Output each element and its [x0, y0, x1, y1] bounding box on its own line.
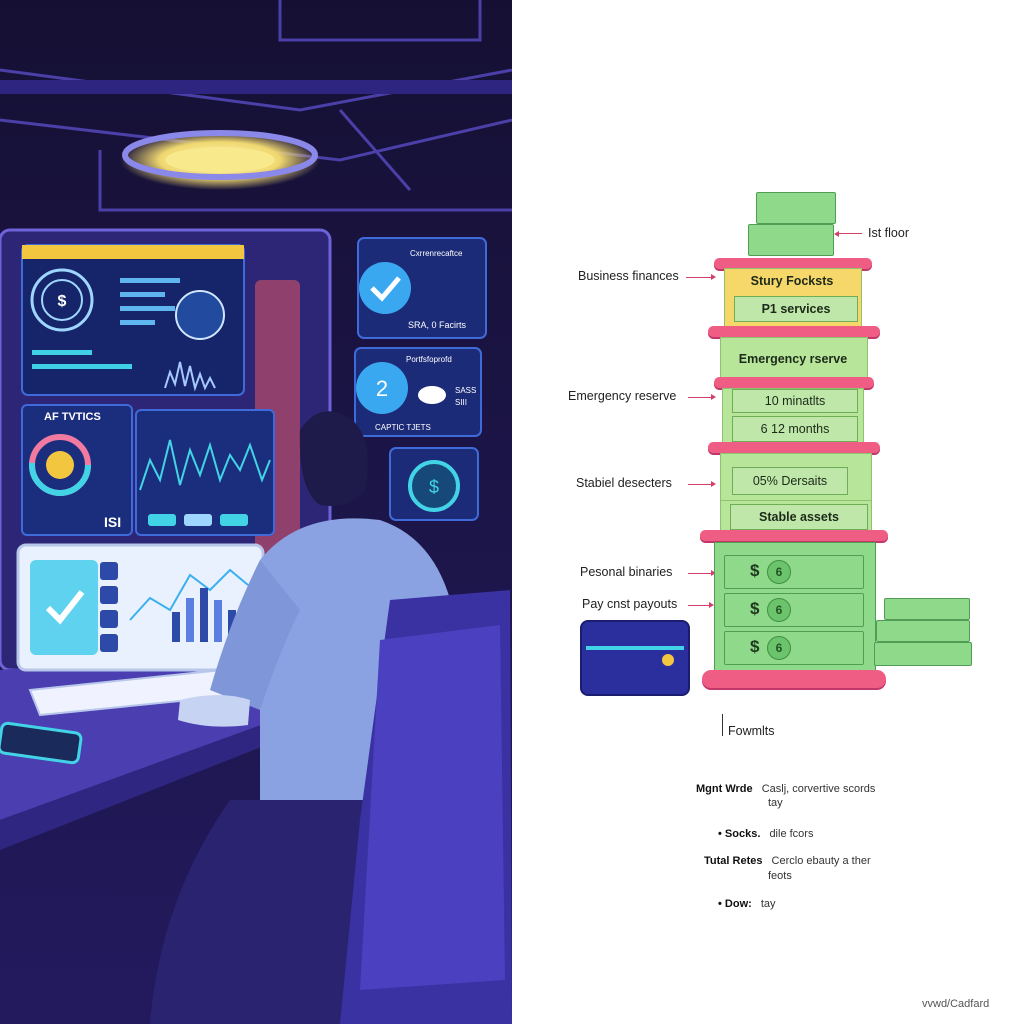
footer-bracket: [722, 714, 723, 736]
legend-key: Tutal Retes: [704, 855, 763, 867]
tier-deposit-bill: 05% Dersaits: [732, 467, 848, 495]
side-card-1-subtitle: SRA, 0 Facirts: [408, 320, 467, 330]
side-card-2-line1: SASS: [455, 386, 476, 395]
legend-row: • Socks. dile fcors: [718, 828, 813, 840]
top-cash-stack: [748, 190, 840, 256]
analytics-title: AF TVTICS: [44, 411, 101, 423]
cash-bundle: [884, 598, 970, 620]
tier-stable-bill: Stable assets: [730, 504, 868, 530]
side-card-number: [354, 347, 482, 437]
side-card-2-title: Portfsfoprofd: [406, 355, 452, 364]
analytics-screen: [21, 404, 275, 536]
legend-key: • Dow:: [718, 898, 752, 910]
top-dashboard-screen: [21, 244, 245, 396]
label-emergency-reserve: Emergency reserve: [568, 389, 677, 403]
legend-key: Mgnt Wrde: [696, 783, 753, 795]
tier-top-title: Stury Focksts: [750, 274, 834, 288]
tier-disc: [708, 326, 880, 337]
phone: [0, 721, 83, 765]
label-pay-payouts: Pay cnst payouts: [582, 597, 678, 611]
cash-row: [724, 631, 864, 665]
ceiling-beam: [0, 80, 512, 94]
legend-row: Tutal Retes Cerclo ebauty a ther: [704, 855, 871, 867]
tier-months-2: 6 12 months: [732, 416, 858, 442]
tier-disc-base: [702, 670, 886, 688]
cash-row: [724, 555, 864, 589]
tier-disc: [714, 377, 874, 388]
arrow-emergency-reserve: [688, 394, 716, 400]
legend-row: Mgnt Wrde Caslj, corvertive scords: [696, 783, 875, 795]
tier-months-1: 10 minatlts: [732, 389, 858, 413]
wallet-clasp: [662, 654, 674, 666]
side-cash-pile: [874, 598, 972, 676]
cash-row-dot: 6: [767, 636, 791, 660]
dashboard-dollar-icon: $: [58, 293, 67, 310]
cash-row-dot: 6: [767, 598, 791, 622]
legend-row-cont: tay: [768, 797, 783, 809]
label-stable-desecters: Stabiel desecters: [576, 476, 672, 490]
legend-value: tay: [760, 898, 776, 910]
side-card-1-title: Cxrrenrecaftce: [410, 249, 463, 258]
tier-emergency: [720, 337, 868, 381]
side-card-2-number: 2: [376, 376, 388, 401]
label-first-floor: Ist floor: [868, 226, 909, 240]
office-illustration: $ AF TVTICS ISI Cxrrenrecaftce SRA, 0 Fa…: [0, 0, 513, 1024]
arrow-business-finances: [686, 274, 716, 280]
cash-row: [724, 593, 864, 627]
tier-disc: [708, 442, 880, 453]
office-scene-svg: $ AF TVTICS ISI Cxrrenrecaftce SRA, 0 Fa…: [0, 0, 513, 1024]
cash-row-symbol: $: [750, 561, 760, 580]
arrow-pay-payouts: [688, 602, 714, 608]
coin-dollar-icon: $: [429, 477, 439, 497]
coin-panel: [389, 447, 479, 521]
label-personal-binaries: Pesonal binaries: [580, 565, 673, 579]
cash-bundle: [874, 642, 972, 666]
side-card-2-line2: SIII: [455, 398, 467, 407]
tier-disc: [714, 258, 872, 269]
wallet-stripe: [586, 646, 684, 650]
tier-top-bill: P1 services: [734, 296, 858, 322]
arrow-first-floor: [838, 233, 862, 234]
cash-row-dot: 6: [767, 560, 791, 584]
label-footer: Fowmlts: [728, 724, 775, 738]
desk-edge: [0, 700, 330, 850]
wallet-icon: [580, 620, 690, 696]
cash-bundle: [756, 192, 836, 224]
side-card-check: [357, 237, 487, 339]
cash-row-symbol: $: [750, 599, 760, 618]
signature: vvwd/Cadfard: [922, 998, 990, 1010]
legend-key: • Socks.: [718, 828, 761, 840]
finance-infographic: Ist floor Business finances Emergency re…: [512, 0, 1024, 1024]
arrow-stable-desecters: [688, 481, 716, 487]
arrow-personal-binaries: [688, 570, 716, 576]
ceiling-lamp: [120, 130, 320, 190]
legend-row: • Dow: tay: [718, 898, 776, 910]
legend-row-cont: feots: [768, 870, 792, 882]
legend-value: Caslj, corvertive scords: [761, 783, 876, 795]
cash-row-symbol: $: [750, 637, 760, 656]
side-card-2-subtitle: CAPTIC TJETS: [375, 423, 431, 432]
label-business-finances: Business finances: [578, 269, 679, 283]
legend-value: Cerclo ebauty a ther: [771, 855, 871, 867]
cash-bundle: [748, 224, 834, 256]
tier-disc: [700, 530, 888, 541]
tier-emergency-title: Emergency rserve: [738, 352, 848, 366]
cash-bundle: [876, 620, 970, 642]
analytics-value: ISI: [104, 514, 121, 530]
legend-value: dile fcors: [769, 828, 814, 840]
office-chair: [340, 590, 512, 1024]
